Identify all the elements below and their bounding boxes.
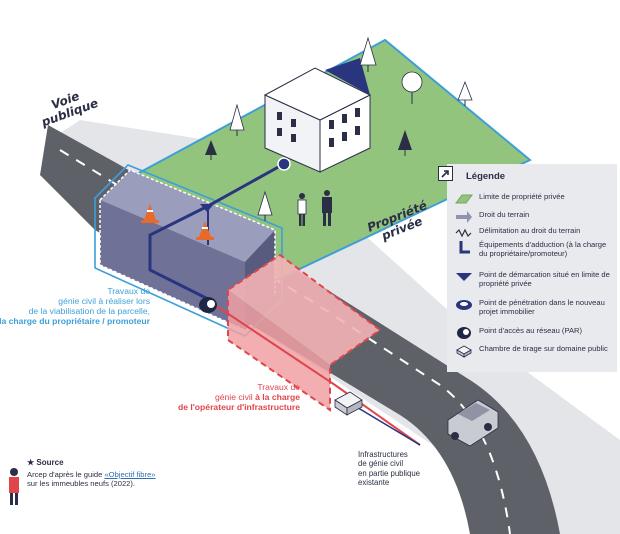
tree-icon: [398, 130, 412, 156]
legend-item-label: Point d'accès au réseau (PAR): [479, 326, 583, 335]
chamber-box-icon: [456, 345, 472, 358]
tree-icon: [257, 190, 273, 221]
source-link[interactable]: «Objectif fibre»: [104, 470, 156, 479]
star-icon: ★: [27, 458, 35, 467]
source-prefix: Arcep d'après le guide: [27, 470, 105, 479]
tree-icon: [457, 80, 473, 106]
operator-works-bold: de l'opérateur d'infrastructure: [177, 402, 300, 413]
car-icon: [447, 399, 499, 447]
existing-infra-label: Infrastructures de génie civil en partie…: [358, 450, 448, 487]
source-title: ★ Source: [27, 458, 64, 467]
pulling-chamber: [334, 391, 363, 416]
tree-icon: [229, 103, 245, 136]
access-point-icon: [457, 327, 471, 339]
legend-item-label: Délimitation au droit du terrain: [479, 226, 581, 235]
source-title-text: Source: [36, 458, 64, 467]
legend-item-label: Chambre de tirage sur domaine public: [479, 344, 608, 353]
operator-works-line2-plain: génie civil: [214, 392, 253, 403]
existing-infra-line3: en partie publique: [358, 468, 420, 478]
person-icon: [322, 190, 332, 226]
tree-icon: [401, 71, 423, 104]
person-icon: [297, 193, 307, 226]
legend-item-label: Droit du terrain: [479, 210, 530, 219]
conduit-pipe-icon: [459, 241, 470, 254]
existing-infra-line1: Infrastructures: [358, 450, 408, 459]
legend-panel: [447, 164, 617, 372]
zigzag-line-icon: [455, 228, 472, 238]
legend-item-label: Équipements d'adduction (à la charge du …: [479, 240, 607, 259]
access-point-par: [199, 297, 217, 313]
source-person-icon: [9, 468, 19, 505]
legend-item-label: Point de pénétration dans le nouveau pro…: [479, 298, 605, 317]
traffic-cone-icon: [141, 204, 159, 223]
owner-works-label: Travaux de génie civil à réaliser lors d…: [0, 286, 150, 327]
existing-infra-line4: existante: [358, 478, 390, 488]
legend-title: Légende: [466, 171, 506, 182]
demarcation-point: [200, 204, 214, 212]
penetration-point-icon: [456, 300, 472, 310]
penetration-point: [277, 157, 291, 171]
tree-icon: [205, 140, 217, 160]
operator-works-line2-bold: à la charge: [255, 392, 300, 403]
legend-arrow-icon: [438, 166, 453, 181]
existing-infra-line2: de génie civil: [358, 459, 404, 469]
operator-works-line1: Travaux de: [257, 382, 300, 392]
owner-works-line2: génie civil à réaliser lors: [58, 296, 150, 307]
source-suffix: sur les immeubles neufs (2022).: [27, 479, 136, 489]
owner-works-line3: de la viabilisation de la parcelle,: [28, 306, 150, 317]
grey-arrow-swatch-icon: [456, 211, 472, 223]
green-parcel-swatch-icon: [455, 194, 473, 204]
legend-item-label: Point de démarcation situé en limite de …: [479, 270, 610, 289]
traffic-cone-icon: [196, 221, 214, 240]
owner-works-line1: Travaux de: [107, 286, 150, 296]
operator-trench: [227, 253, 382, 412]
building: [263, 58, 372, 173]
operator-works-label: Travaux de génie civil à la charge de l'…: [150, 382, 300, 412]
tree-icon: [359, 36, 377, 72]
source-text: Arcep d'après le guide «Objectif fibre» …: [27, 470, 197, 489]
owner-works-bold: à la charge du propriétaire / promoteur: [0, 316, 150, 327]
legend-item-label: Limite de propriété privée: [479, 192, 565, 201]
triangle-marker-icon: [456, 273, 472, 281]
